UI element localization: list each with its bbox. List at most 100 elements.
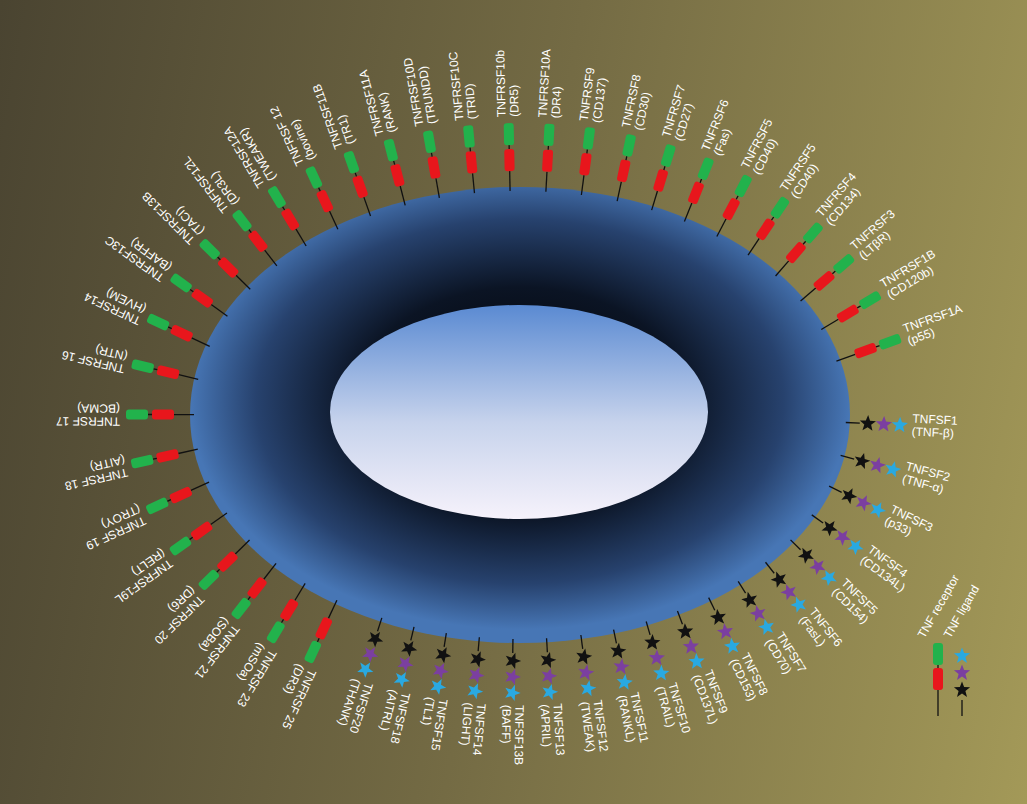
receptor-label: TNFRSF 17(BCMA) [56,401,120,428]
alias-name: (BAFF) [498,705,512,765]
receptor-label: TNFRSF6(Fas) [700,98,745,158]
receptor-symbol [541,124,555,192]
alias-name: (DR4) [550,49,567,118]
ligand-label: TNFSF9(CD137L) [688,668,732,726]
ligand-symbol [808,508,867,557]
receptor-label: TNFRSF10C(TRID) [447,49,480,121]
ligand-label: TNFSF7(CD70) [762,630,809,683]
receptor-label: TNFRSF 25(DR3) [266,662,317,731]
legend-ligand-sample [954,648,970,717]
ligand-symbol [839,447,903,478]
receptor-symbol [131,359,199,384]
receptor-symbol [169,273,230,321]
ligand-label: TNFSF2(TNF-α) [901,460,952,498]
ligand-label: TNFSF4(CD134L) [857,543,915,595]
ligand-symbol [671,608,707,671]
receptor-label: TNFRSF10D(TRUNDD) [401,54,439,127]
receptor-label: TNFRSF9(CD137) [578,66,612,123]
ligand-symbol [467,637,488,700]
ligand-symbol [845,414,908,432]
receptor-symbol [126,409,194,419]
receptor-symbol [266,581,310,644]
receptor-label: TNFRSF 21(SOBa) [181,614,241,681]
receptor-symbol [835,333,902,366]
ligand-label: TNFSF18(AITRL) [374,688,412,745]
receptor-symbol [198,238,253,293]
receptor-symbol [145,478,211,515]
ligand-label: TNFSF12(TWEAK) [576,699,609,754]
gene-name: TNFSF13 [550,703,566,756]
gene-name: TNFRSF 17 [56,414,120,428]
receptor-symbol [267,185,310,248]
receptor-symbol [305,165,343,231]
ligand-symbol [356,616,390,680]
receptor-label: TNFRSF12L(DR3L) [180,146,242,216]
ligand-symbol [826,479,889,520]
receptor-label: TNFRSF1B(CD120b) [878,248,945,303]
ligand-symbol [786,534,841,588]
nucleus [330,305,708,519]
ligand-symbol [607,628,635,692]
receptor-symbol [230,560,280,620]
receptor-label: TNFRSF 16(NTR) [61,335,129,376]
receptor-label: TNFRSF14(HVEM) [82,277,148,327]
receptor-symbol [576,127,595,196]
receptor-symbol [197,536,253,591]
receptor-symbol [383,138,410,206]
receptor-symbol [169,509,230,556]
ligand-label: TNFSF1(TNF-β) [911,412,958,441]
receptor-symbol [504,123,515,191]
receptor-label: TNFRSF10b(DR5) [494,49,522,117]
receptor-label: TNFRSF11A(RANK) [357,65,400,137]
ligand-label: TNFSF3(p33) [882,503,935,547]
receptor-symbol [680,157,715,224]
receptor-label: TNFRSF 18(AITR) [60,452,128,492]
receptor-symbol [797,253,855,305]
ligand-symbol [760,557,810,615]
receptor-symbol [423,130,445,199]
ligand-symbol [393,625,422,689]
ligand-label: TNFSF10(TRAIL) [652,681,692,738]
alias-name: (TNF-β) [911,426,957,442]
receptor-label: TNFRSF7(CD27) [660,84,701,143]
receptor-label: TNFRSF 20(DR6) [142,582,207,646]
receptor-label: TNFRSF 19(TROY) [78,501,147,552]
symbol-layer [126,123,908,701]
ligand-label: TNFSF13(APRIL) [537,703,567,756]
receptor-symbol [463,125,480,194]
receptor-label: TNFRSF13B(TACI) [139,179,207,246]
alias-name: (DR5) [507,49,522,117]
receptor-label: TNFRSF1A(p55) [901,302,968,348]
receptor-label: TNFRSF 23(mSOa) [222,640,278,709]
cell-membrane [190,187,850,643]
alias-name: (BCMA) [56,401,120,415]
receptor-label: TNFRSF5(CD40) [739,117,788,177]
ligand-label: TNFSF5(CD154) [828,576,879,627]
receptor-label: TNFRSF13C(BAFFR) [103,222,175,284]
gene-name: TNFRSF10b [494,50,509,118]
receptor-symbol [343,150,375,217]
ligand-symbol [702,594,743,657]
receptor-label: TNFRSF8(CD30) [620,73,658,131]
receptor-symbol [146,313,212,351]
receptor-symbol [819,290,882,334]
ligand-symbol [574,634,597,698]
ligand-label: TNFSF6(FasL) [796,606,845,658]
receptor-symbol [647,144,676,212]
ligand-symbol [640,619,672,683]
legend-receptor-sample [933,643,943,716]
receptor-label: TNFRSF5(CD40) [778,141,830,201]
receptor-label: TNFRSF12A(TWEAKR) [221,117,279,190]
ligand-label: TNFSF15(TL1) [414,696,449,752]
ligand-label: TNFSF13B(BAFF) [498,705,526,765]
ligand-label: TNFSF14(LIGHT) [456,702,487,756]
ligand-symbol [732,577,778,638]
receptor-label: TNFRSF11B(TR1) [310,78,358,151]
ligand-label: TNFSF20(THANK) [333,677,375,735]
receptor-label: TNFRSF10A(DR4) [537,48,568,118]
ligand-symbol [430,632,455,696]
receptor-symbol [130,444,199,469]
ligand-symbol [540,638,559,701]
receptor-label: TNFRSF3(LTβR) [848,207,906,263]
